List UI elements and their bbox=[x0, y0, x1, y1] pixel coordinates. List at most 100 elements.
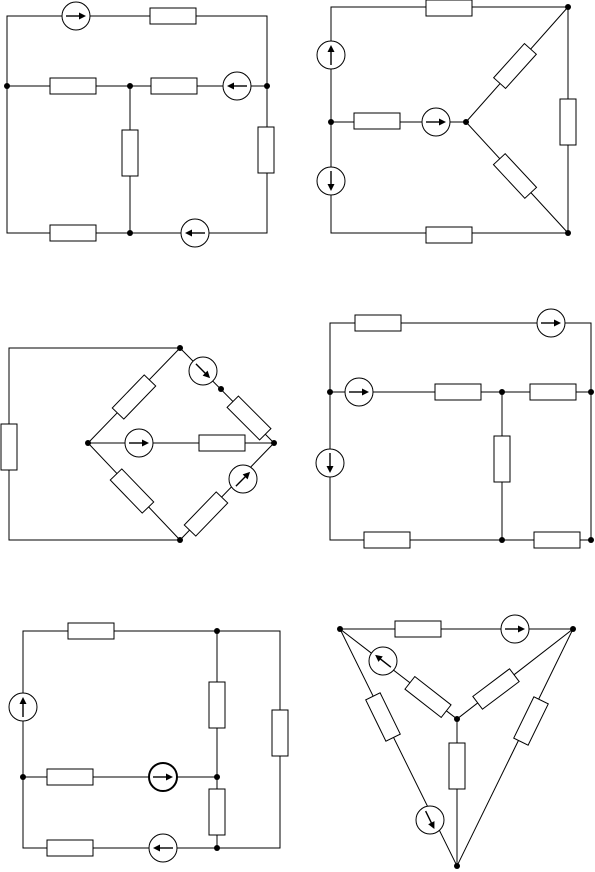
circuit-2-sources bbox=[316, 40, 451, 196]
resistor bbox=[67, 622, 115, 640]
circuit-3-resistors bbox=[0, 374, 272, 537]
current-source-icon bbox=[368, 646, 398, 676]
junction-node bbox=[85, 440, 91, 446]
resistor bbox=[0, 423, 18, 471]
circuit-1-nodes bbox=[4, 83, 270, 236]
resistor bbox=[149, 7, 197, 25]
resistor bbox=[198, 434, 246, 452]
resistor bbox=[109, 468, 155, 514]
resistor bbox=[150, 77, 198, 95]
resistor bbox=[208, 788, 226, 836]
current-source-icon bbox=[61, 1, 91, 31]
circuit-2-nodes bbox=[328, 4, 571, 236]
circuit-5 bbox=[8, 622, 289, 863]
circuit-4-nodes bbox=[327, 389, 594, 543]
current-source-icon bbox=[228, 464, 258, 494]
junction-node bbox=[328, 119, 334, 125]
resistor bbox=[46, 839, 94, 857]
resistor bbox=[434, 383, 482, 401]
junction-node bbox=[127, 230, 133, 236]
resistor bbox=[472, 668, 520, 710]
circuit-1-resistors bbox=[49, 7, 275, 242]
circuit-6-resistors bbox=[365, 620, 549, 790]
junction-node bbox=[463, 119, 469, 125]
resistor bbox=[363, 531, 411, 549]
junction-node bbox=[565, 4, 571, 10]
junction-node bbox=[454, 716, 460, 722]
current-source-icon bbox=[344, 377, 374, 407]
junction-node bbox=[271, 440, 277, 446]
junction-node bbox=[327, 389, 333, 395]
resistor bbox=[121, 129, 139, 177]
junction-node bbox=[565, 230, 571, 236]
current-source-icon bbox=[316, 40, 346, 70]
circuit-2 bbox=[316, 0, 577, 244]
junction-node bbox=[214, 774, 220, 780]
junction-node bbox=[20, 774, 26, 780]
circuit-1-wires bbox=[6, 15, 268, 234]
current-source-icon bbox=[500, 614, 530, 644]
resistor bbox=[529, 383, 577, 401]
circuit-6 bbox=[337, 614, 576, 869]
circuit-3-nodes bbox=[85, 345, 277, 543]
circuit-6-wires bbox=[339, 628, 574, 867]
current-source-icon bbox=[222, 71, 252, 101]
circuit-4-resistors bbox=[354, 314, 581, 549]
current-source-icon bbox=[124, 428, 154, 458]
resistor bbox=[49, 224, 97, 242]
circuit-3-sources bbox=[124, 356, 258, 494]
junction-node bbox=[177, 537, 183, 543]
junction-node bbox=[4, 83, 10, 89]
resistor bbox=[257, 126, 275, 174]
junction-node bbox=[218, 386, 224, 392]
circuit-5-wires bbox=[22, 630, 281, 849]
circuit-1 bbox=[4, 1, 275, 248]
junction-node bbox=[454, 863, 460, 869]
current-source-icon bbox=[316, 166, 346, 196]
resistor bbox=[448, 742, 466, 790]
junction-node bbox=[588, 537, 594, 543]
resistor bbox=[513, 696, 549, 746]
current-source-icon bbox=[421, 107, 451, 137]
junction-node bbox=[588, 389, 594, 395]
current-source-icon bbox=[536, 308, 566, 338]
resistor bbox=[425, 0, 473, 17]
junction-node bbox=[499, 537, 505, 543]
resistor bbox=[425, 226, 473, 244]
resistor bbox=[183, 491, 229, 537]
current-source-icon bbox=[8, 692, 38, 722]
current-source-icon bbox=[180, 218, 210, 248]
current-source-icon bbox=[148, 762, 178, 792]
current-source-icon bbox=[148, 833, 178, 863]
resistor bbox=[111, 374, 157, 420]
resistor bbox=[404, 675, 452, 719]
current-source-icon bbox=[315, 448, 345, 478]
resistor bbox=[394, 620, 442, 638]
junction-node bbox=[214, 628, 220, 634]
resistor bbox=[49, 77, 97, 95]
current-source-icon bbox=[415, 805, 445, 835]
circuit-5-nodes bbox=[20, 628, 220, 851]
resistor bbox=[492, 42, 538, 90]
resistor bbox=[492, 153, 538, 199]
junction-node bbox=[127, 83, 133, 89]
resistor bbox=[226, 395, 272, 441]
junction-node bbox=[264, 83, 270, 89]
circuit-6-nodes bbox=[337, 626, 576, 869]
resistor bbox=[354, 314, 402, 332]
circuit-5-resistors bbox=[46, 622, 289, 857]
circuit-2-resistors bbox=[353, 0, 577, 244]
circuit-4-sources bbox=[315, 308, 566, 478]
resistor bbox=[208, 681, 226, 729]
junction-node bbox=[177, 345, 183, 351]
resistor bbox=[271, 709, 289, 757]
circuit-3 bbox=[0, 345, 277, 543]
junction-node bbox=[570, 626, 576, 632]
resistor bbox=[559, 98, 577, 146]
circuit-4 bbox=[315, 308, 594, 549]
circuit-1-sources bbox=[61, 1, 252, 248]
current-source-icon bbox=[188, 356, 218, 386]
circuit-5-sources bbox=[8, 692, 178, 863]
